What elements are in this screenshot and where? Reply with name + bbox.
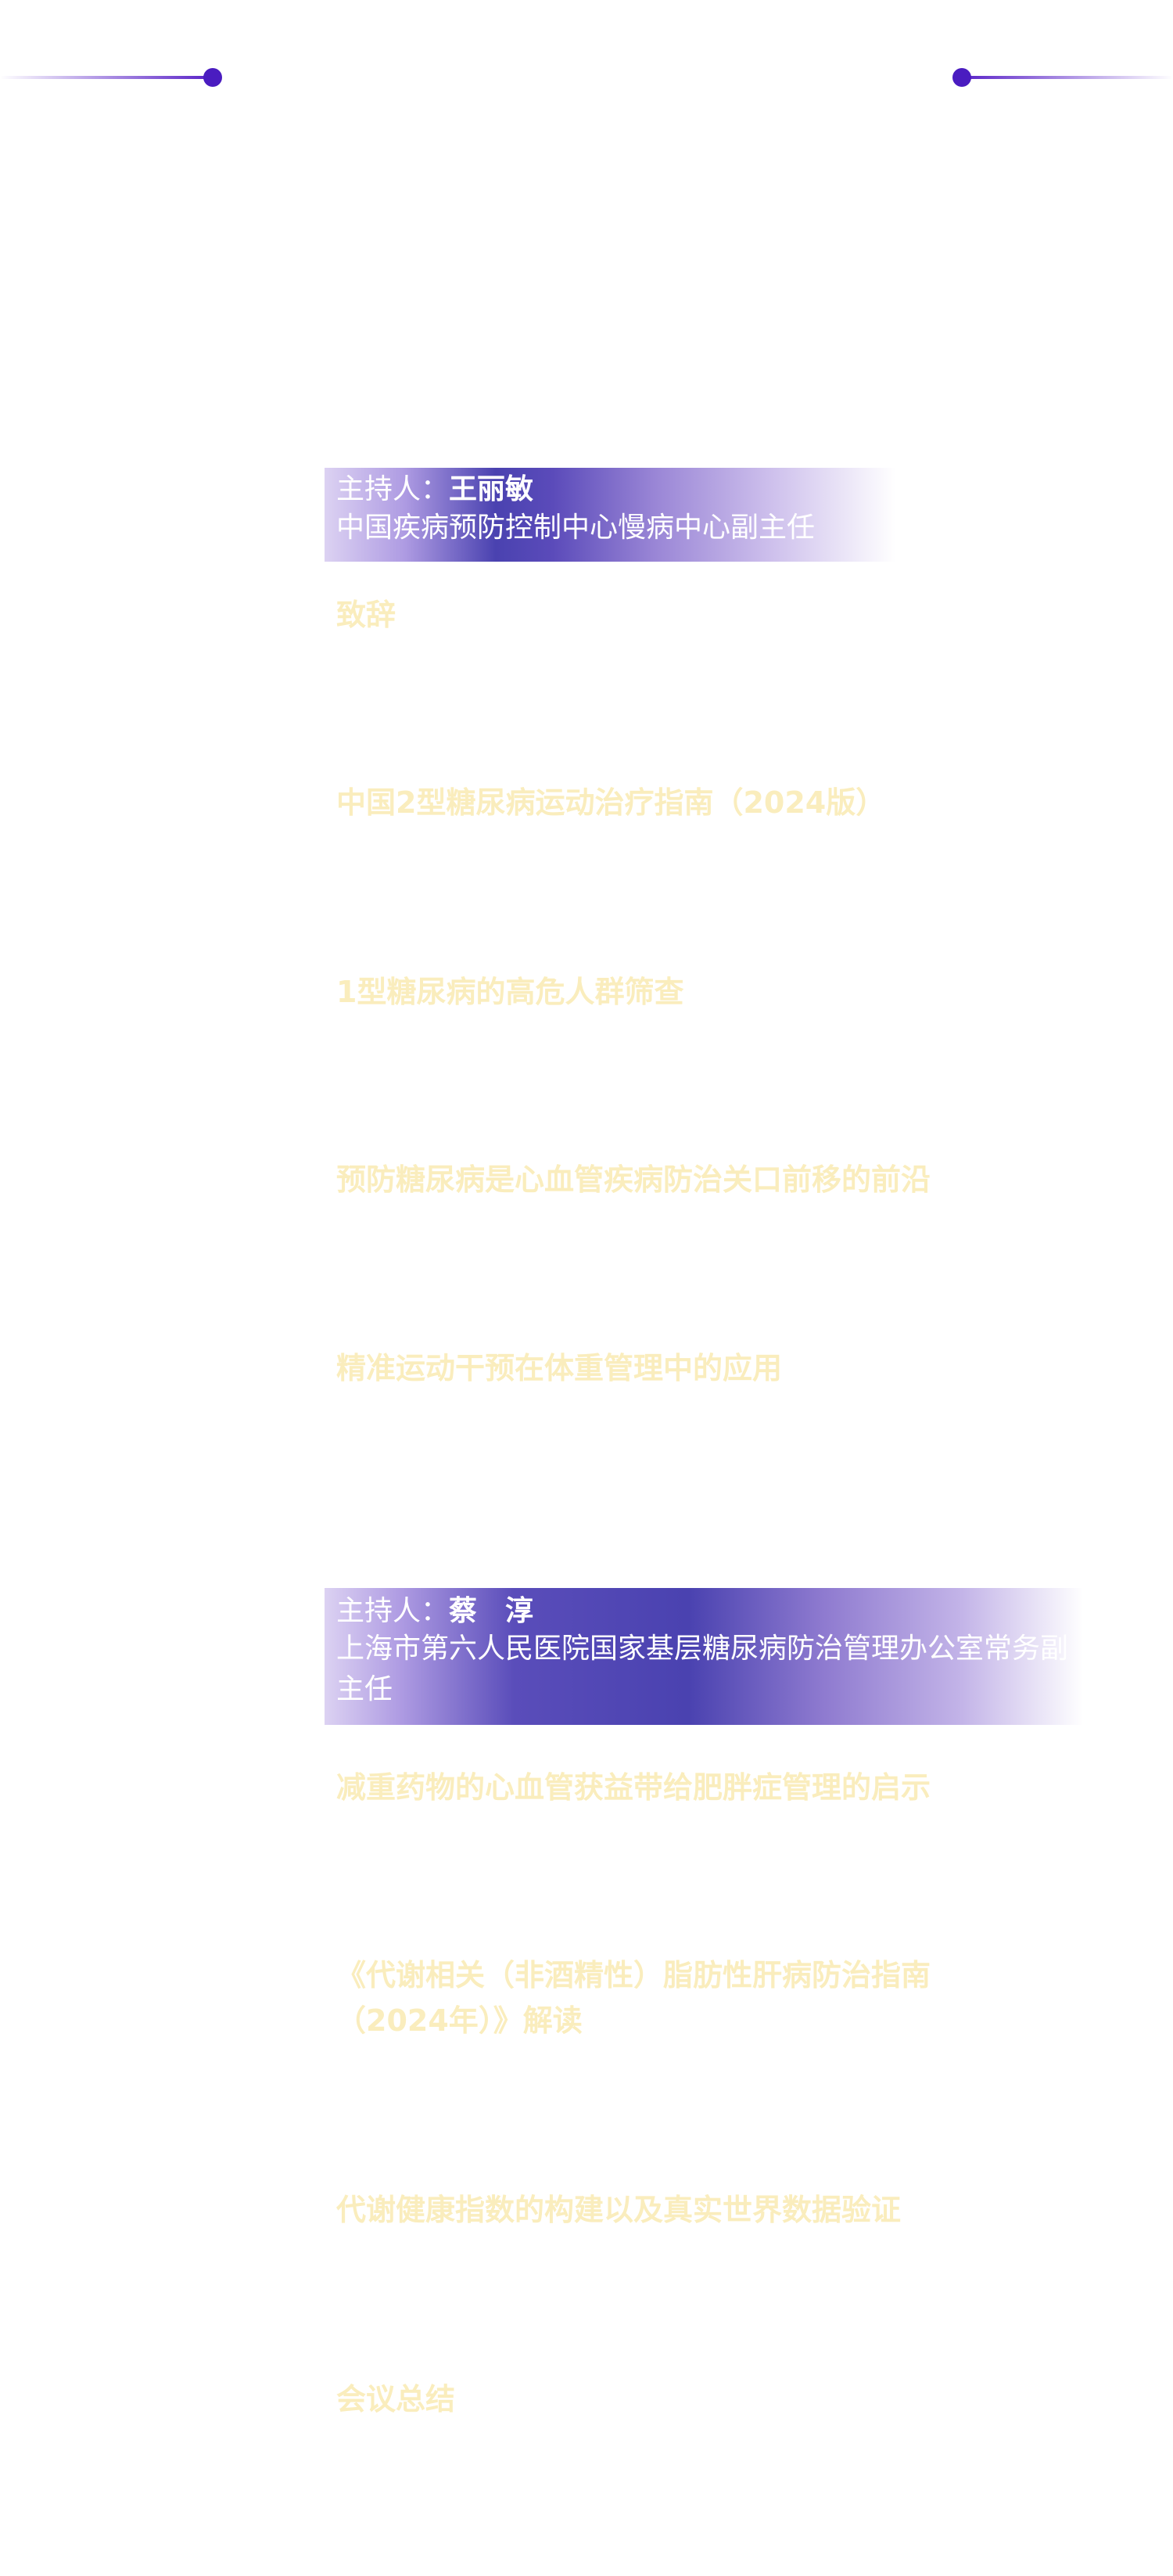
session1-host-name: 王丽敏 xyxy=(449,473,534,505)
session2-host-line: 主持人：蔡 淳 xyxy=(336,1588,1083,1629)
session2-host-name: 蔡 淳 xyxy=(449,1595,534,1627)
right-decorative-dot xyxy=(952,68,971,87)
agenda-item: 精准运动干预在体重管理中的应用 xyxy=(336,1351,783,1385)
session1-host-title: 中国疾病预防控制中心慢病中心副主任 xyxy=(336,512,816,544)
session1-host-prefix: 主持人： xyxy=(336,473,450,505)
agenda-item: 代谢健康指数的构建以及真实世界数据验证 xyxy=(336,2193,902,2227)
session1-host-line: 主持人：王丽敏 xyxy=(336,468,895,507)
left-decorative-dot xyxy=(203,68,222,87)
agenda-item: 致辞 xyxy=(336,598,396,632)
session1-host-banner: 主持人：王丽敏 中国疾病预防控制中心慢病中心副主任 xyxy=(325,468,895,562)
agenda-item: 预防糖尿病是心血管疾病防治关口前移的前沿 xyxy=(336,1162,931,1197)
agenda-item: 减重药物的心血管获益带给肥胖症管理的启示 xyxy=(336,1770,931,1805)
left-decorative-line xyxy=(0,76,211,79)
session2-host-banner: 主持人：蔡 淳 上海市第六人民医院国家基层糖尿病防治管理办公室常务副主任 xyxy=(325,1588,1083,1725)
agenda-item: 1型糖尿病的高危人群筛查 xyxy=(336,975,684,1009)
session2-host-prefix: 主持人： xyxy=(336,1595,450,1627)
agenda-item: 会议总结 xyxy=(336,2382,456,2416)
session2-host-title: 上海市第六人民医院国家基层糖尿病防治管理办公室常务副主任 xyxy=(336,1633,1069,1705)
agenda-item: 《代谢相关（非酒精性）脂肪性肝病防治指南（2024年）》解读 xyxy=(336,1958,931,2038)
agenda-item: 中国2型糖尿病运动治疗指南（2024版） xyxy=(336,785,886,820)
right-decorative-line xyxy=(962,76,1173,79)
